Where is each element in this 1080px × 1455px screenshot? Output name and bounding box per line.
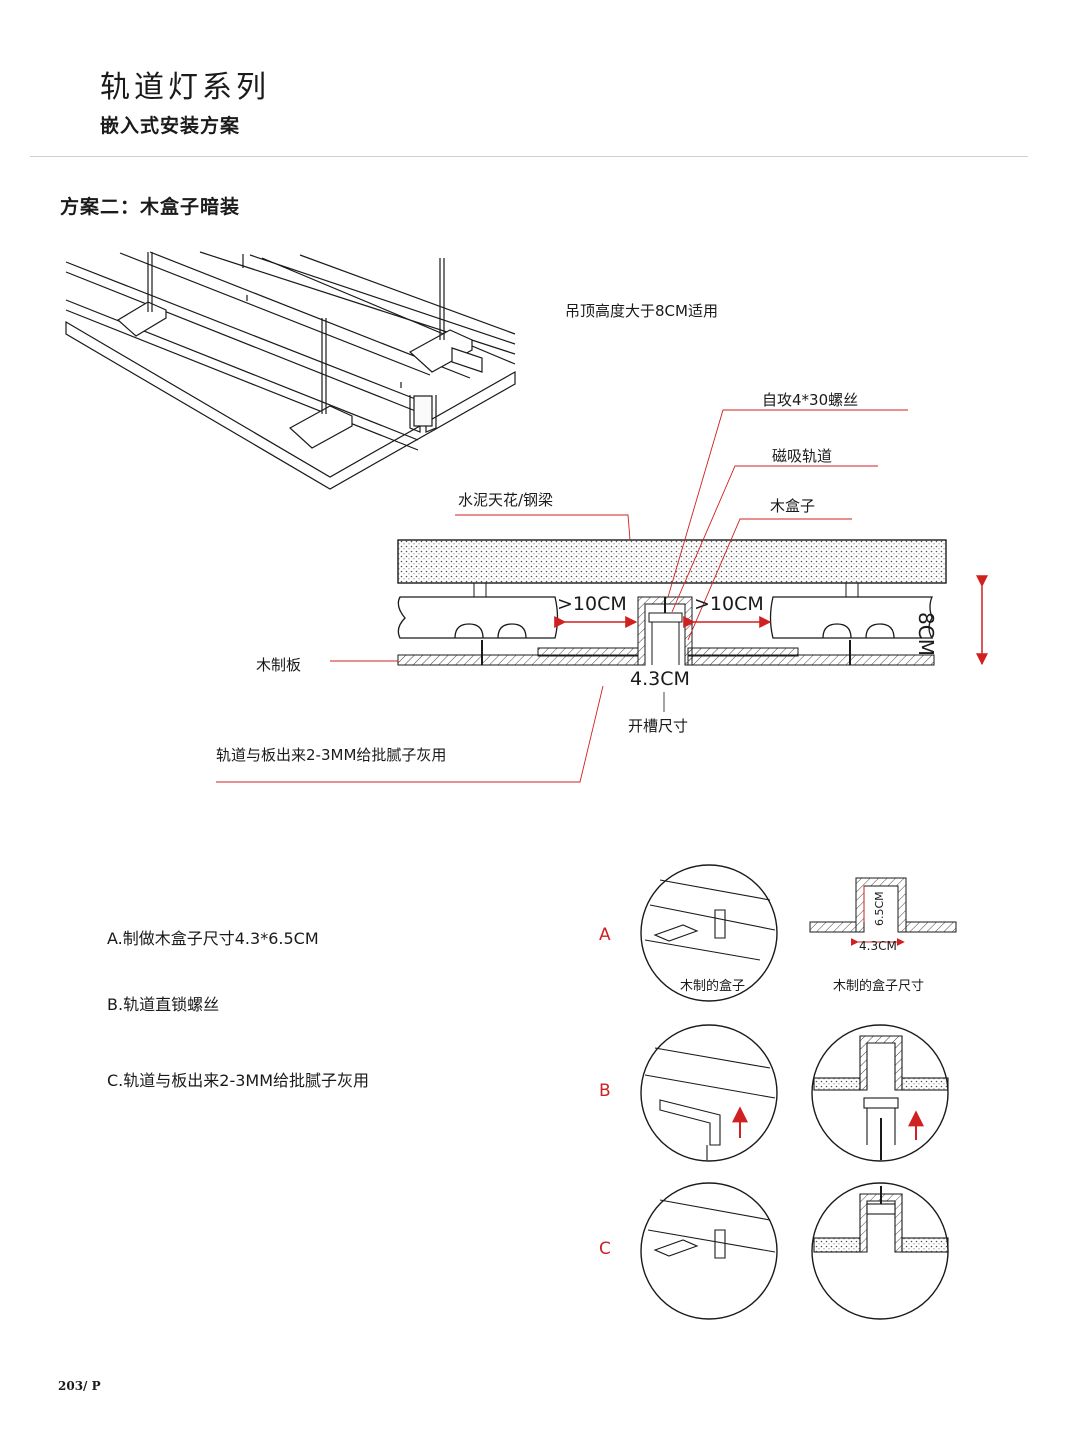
hanger-left	[473, 582, 487, 598]
detail-letter-b: B	[599, 1081, 611, 1101]
series-subtitle: 嵌入式安装方案	[100, 115, 241, 137]
header-divider	[30, 156, 1028, 157]
dim-right: >10CM	[694, 593, 764, 615]
detail-c-illustration	[640, 1182, 778, 1320]
label-screw: 自攻4*30螺丝	[762, 391, 859, 409]
isometric-ceiling-illustration	[65, 251, 516, 490]
section-diagram	[216, 409, 988, 783]
detail-a-section	[809, 877, 957, 946]
dim-height: 8CM	[914, 612, 938, 656]
dim-width: 4.3CM	[630, 668, 690, 690]
channel-left	[397, 596, 559, 639]
concrete-slab	[397, 539, 947, 584]
label-slot: 开槽尺寸	[628, 717, 689, 735]
step-b: B.轨道直锁螺丝	[107, 995, 220, 1014]
dim-left: >10CM	[557, 593, 627, 615]
magnetic-track	[648, 612, 683, 623]
label-box: 木盒子	[770, 497, 816, 515]
detail-c-section	[811, 1182, 949, 1320]
step-c: C.轨道与板出来2-3MM给批腻子灰用	[107, 1071, 370, 1090]
detail-b-illustration	[640, 1024, 778, 1162]
label-board: 木制板	[256, 656, 302, 674]
series-title: 轨道灯系列	[100, 70, 270, 105]
channel-right	[769, 596, 934, 639]
label-gap: 轨道与板出来2-3MM给批腻子灰用	[216, 746, 447, 764]
page-number: 203/ P	[58, 1379, 101, 1393]
plan-title: 方案二：木盒子暗装	[60, 196, 241, 218]
height-note: 吊顶高度大于8CM适用	[565, 302, 718, 320]
wood-box	[637, 596, 693, 666]
label-ceiling: 水泥天花/钢梁	[458, 491, 554, 509]
caption-wood-box: 木制的盒子	[680, 979, 746, 994]
detail-b-section	[811, 1024, 949, 1162]
detail-letter-c: C	[599, 1239, 611, 1259]
detail-dim-width: 4.3CM	[859, 939, 897, 953]
detail-a-illustration	[640, 864, 778, 1002]
caption-wood-box-size: 木制的盒子尺寸	[833, 979, 925, 994]
step-a: A.制做木盒子尺寸4.3*6.5CM	[107, 929, 319, 948]
detail-letter-a: A	[599, 925, 611, 945]
detail-dim-height: 6.5CM	[873, 891, 886, 926]
label-track: 磁吸轨道	[772, 447, 833, 465]
hanger-right	[845, 582, 859, 598]
